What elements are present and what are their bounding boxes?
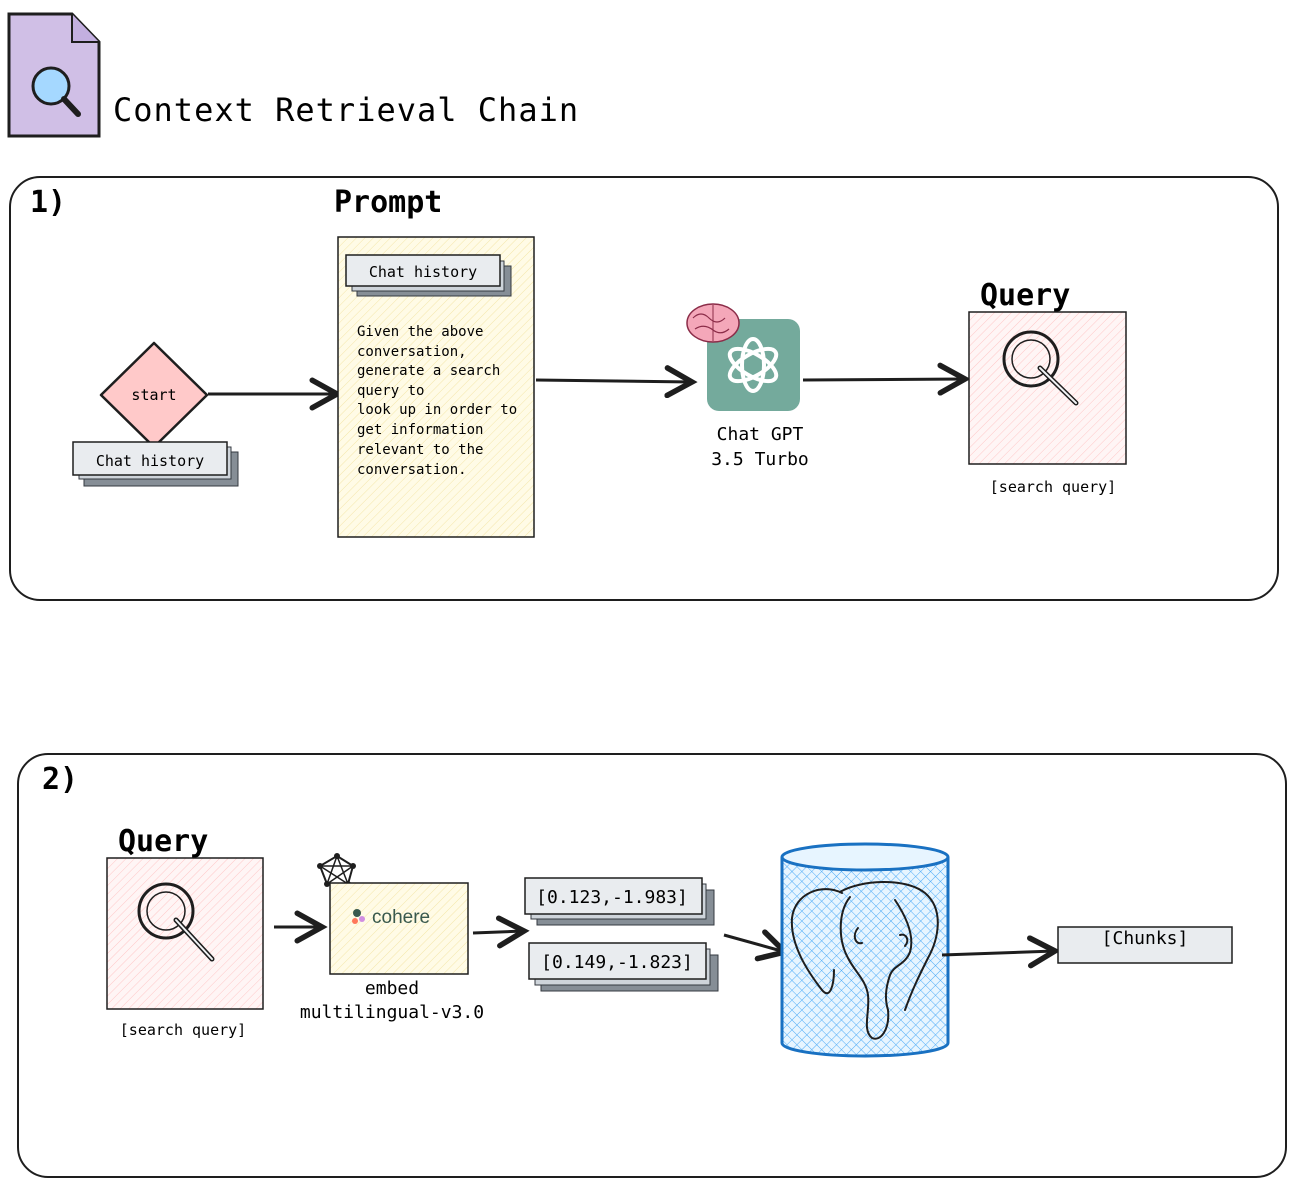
vector-card-1: [0.123,-1.983] [524, 877, 715, 926]
prompt-chat-history-tag: Chat history [345, 254, 512, 297]
embed-model-line2: multilingual-v3.0 [300, 1002, 484, 1023]
query-2-title: Query [118, 824, 208, 859]
arrow-embed-to-vectors [472, 931, 524, 933]
network-icon [317, 853, 356, 887]
embed-brand: cohere [372, 907, 430, 928]
arrow-db-to-chunks [941, 951, 1055, 955]
openai-logo-icon [707, 319, 800, 411]
magnifier-icon [31, 66, 81, 117]
arrow-llm-to-query [802, 379, 965, 380]
prompt-line: generate a search [357, 363, 500, 379]
prompt-tag-label: Chat history [369, 263, 477, 281]
query-2-magnifier-icon [137, 882, 215, 962]
postgresql-elephant-icon [790, 881, 939, 1040]
page-title: Context Retrieval Chain [113, 91, 579, 129]
arrow-vectors-to-db [723, 935, 785, 952]
chunks-card [1057, 926, 1233, 964]
prompt-line: relevant to the [357, 442, 483, 458]
prompt-title: Prompt [334, 185, 442, 220]
query-1-caption: [search query] [990, 478, 1116, 496]
arrow-prompt-to-llm [535, 380, 692, 382]
start-node: start [99, 341, 209, 449]
database-cylinder [780, 842, 950, 1058]
cohere-logo-icon [352, 909, 365, 924]
prompt-line: conversation. [357, 462, 467, 478]
section-1-frame [9, 176, 1279, 601]
prompt-text: Given the above conversation, generate a… [357, 324, 517, 478]
prompt-line: get information [357, 422, 483, 438]
chunks-label: [Chunks] [1102, 928, 1189, 949]
vector-1-label: [0.123,-1.983] [536, 887, 688, 908]
prompt-line: query to [357, 383, 424, 399]
prompt-line: look up in order to [357, 402, 517, 418]
query-1-card [968, 311, 1127, 465]
query-1-title: Query [980, 278, 1070, 313]
llm-name: Chat GPT [717, 424, 804, 445]
prompt-line: conversation, [357, 344, 467, 360]
start-tag-label: Chat history [96, 452, 204, 470]
start-label: start [131, 386, 176, 404]
query-2-card [106, 857, 264, 1010]
query-2-caption: [search query] [120, 1021, 246, 1039]
query-1-magnifier-icon [1002, 330, 1079, 406]
start-chat-history-tag: Chat history [72, 441, 239, 487]
prompt-line: Given the above [357, 324, 483, 340]
embed-card [329, 882, 469, 975]
section-1-label: 1) [30, 185, 66, 220]
header-document-icon [7, 12, 101, 138]
vector-card-2: [0.149,-1.823] [528, 942, 719, 992]
vector-2-label: [0.149,-1.823] [541, 952, 693, 973]
llm-version: 3.5 Turbo [711, 449, 809, 470]
section-2-label: 2) [42, 762, 78, 797]
brain-icon [686, 303, 740, 343]
section-2-frame [17, 753, 1287, 1178]
embed-model-line1: embed [365, 978, 419, 999]
